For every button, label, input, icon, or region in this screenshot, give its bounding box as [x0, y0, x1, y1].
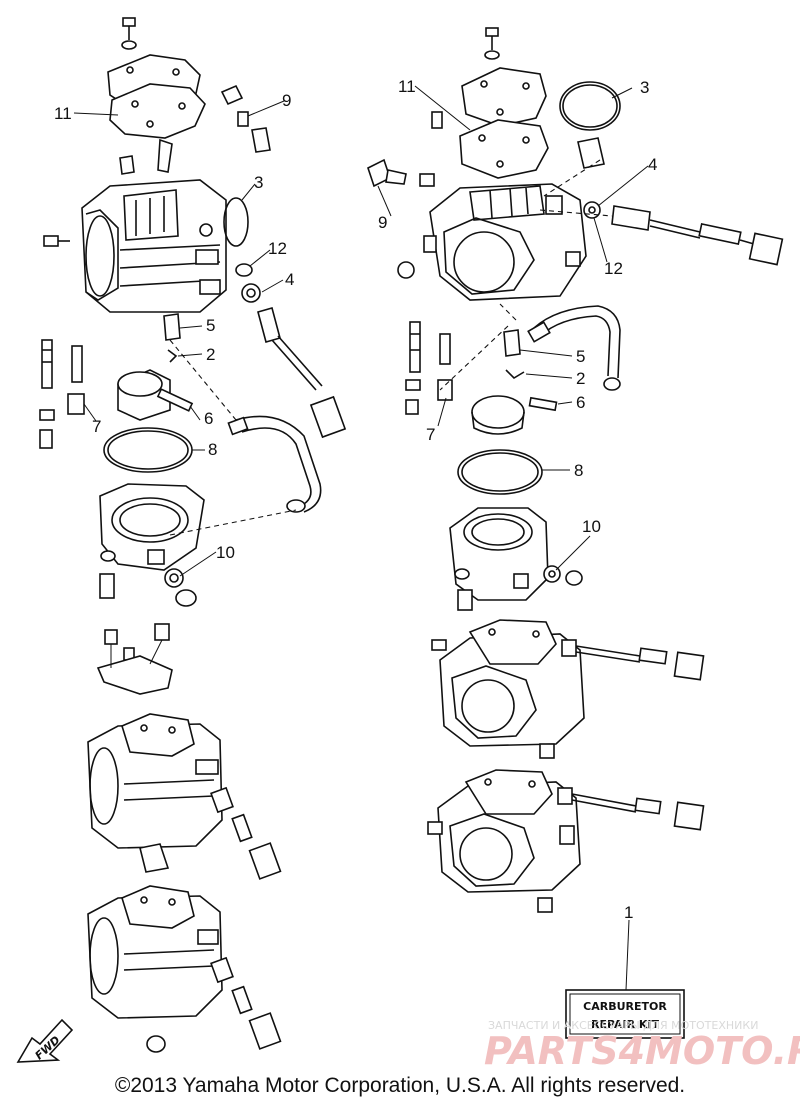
left-fuel-pipe	[227, 415, 322, 513]
right-exploded-assembly	[367, 27, 784, 913]
right-sensor-lead	[611, 205, 784, 266]
left-carburetor-body	[81, 179, 227, 313]
copyright-notice: ©2013 Yamaha Motor Corporation, U.S.A. A…	[114, 1074, 686, 1097]
right-gasket-ring	[457, 449, 543, 495]
right-jets	[405, 321, 453, 415]
repair-kit-line1: CARBURETOR	[583, 1000, 667, 1013]
left-diaphragm-gasket	[109, 83, 206, 139]
callout-left-8: 8	[208, 440, 217, 459]
callout-right-7: 7	[426, 425, 435, 444]
right-float-chamber	[449, 507, 549, 601]
right-assembled-carburetor-upper	[431, 619, 705, 759]
callout-left-5: 5	[206, 316, 215, 335]
right-fuel-pipe	[527, 305, 621, 391]
callout-left-11: 11	[54, 104, 72, 123]
right-assembled-carburetor-lower	[427, 769, 705, 913]
callout-left-4: 4	[285, 270, 294, 289]
right-carburetor-body	[423, 183, 587, 301]
repair-kit-line2: REPAIR KIT	[591, 1018, 660, 1031]
callout-right-5: 5	[576, 347, 585, 366]
callout-left-7: 7	[92, 417, 101, 436]
left-gasket-ring	[103, 427, 193, 473]
callout-labels: 11 9 3 12 4 5 2 6 7 8 10 11 3 4 9 12 5 2…	[54, 77, 657, 922]
left-o-ring	[223, 197, 249, 247]
left-assembled-carburetor-lower	[87, 885, 282, 1053]
leader-lines	[73, 85, 649, 991]
callout-kit-1: 1	[624, 903, 633, 922]
callout-right-11: 11	[398, 77, 416, 96]
callout-right-12: 12	[604, 259, 623, 278]
watermark-logo-text: PARTS4MOTO.RU	[484, 1029, 800, 1073]
left-fitting	[220, 84, 271, 153]
callout-left-6: 6	[204, 409, 213, 428]
left-jets	[39, 339, 85, 449]
left-sensor-lead	[257, 307, 347, 439]
callout-right-6: 6	[576, 393, 585, 412]
left-linkage	[96, 623, 173, 695]
right-diaphragm-gasket	[459, 119, 549, 179]
watermark-small-text: ЗАПЧАСТИ И АКСЕССУАРЫ ДЛЯ МОТОТЕХНИКИ	[488, 1019, 758, 1032]
watermark: ЗАПЧАСТИ И АКСЕССУАРЫ ДЛЯ МОТОТЕХНИКИ PA…	[484, 1019, 800, 1073]
callout-right-10: 10	[582, 517, 601, 536]
right-o-ring	[559, 81, 621, 131]
left-cover-screw	[121, 17, 137, 50]
repair-kit-box: CARBURETOR REPAIR KIT	[565, 989, 685, 1039]
callout-left-3: 3	[254, 173, 263, 192]
left-exploded-assembly	[39, 17, 347, 1053]
callout-left-10: 10	[216, 543, 235, 562]
callout-left-9: 9	[282, 91, 291, 110]
callout-right-8: 8	[574, 461, 583, 480]
right-diaphragm-cover	[461, 67, 547, 127]
callout-left-12: 12	[268, 239, 287, 258]
callout-right-3: 3	[640, 78, 649, 97]
left-assembled-carburetor-upper	[87, 713, 282, 880]
callout-left-2: 2	[206, 345, 215, 364]
right-cover-screw	[484, 27, 500, 60]
callout-right-4: 4	[648, 155, 657, 174]
callout-right-9: 9	[378, 213, 387, 232]
fwd-arrow-icon: FWD	[16, 1018, 74, 1063]
callout-right-2: 2	[576, 369, 585, 388]
